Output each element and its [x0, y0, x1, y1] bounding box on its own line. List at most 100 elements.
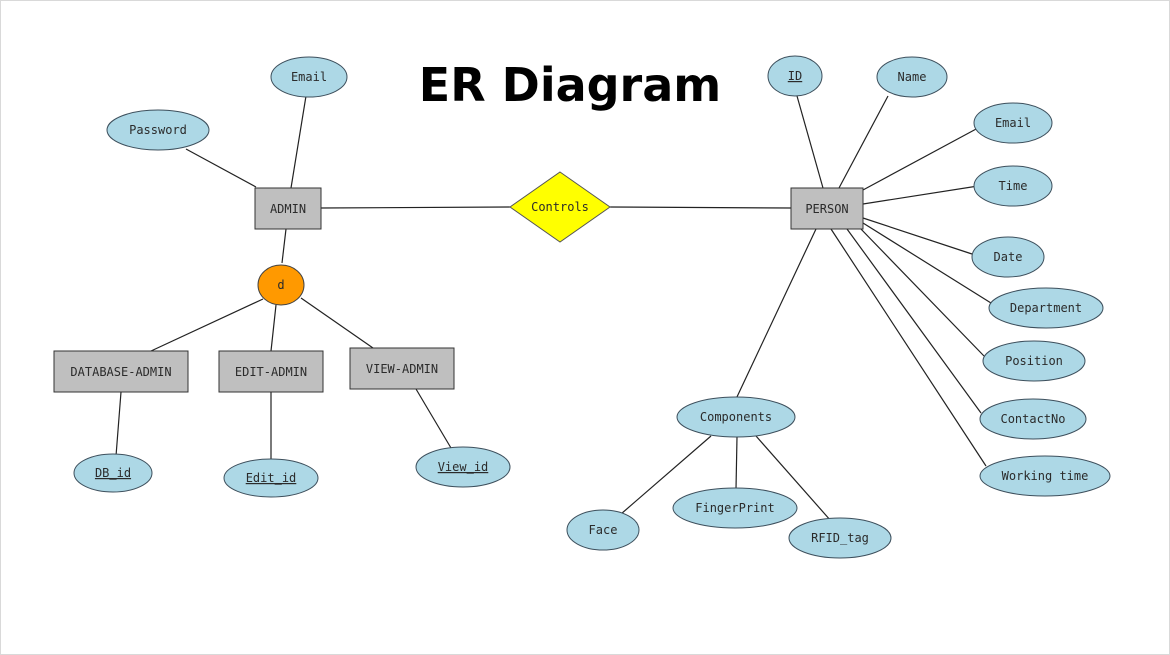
entity-box — [218, 350, 324, 393]
attr-person-components: Components — [676, 396, 796, 438]
entity-box — [790, 187, 864, 230]
edge-admin-controls — [320, 206, 511, 209]
attribute-label: Position — [1005, 354, 1063, 368]
attribute-ellipse — [672, 487, 798, 529]
edge-components-rfid — [755, 435, 832, 522]
edge-person-date — [862, 217, 973, 255]
attribute-ellipse — [270, 56, 348, 98]
attribute-ellipse — [415, 446, 511, 488]
diagram-title: ER Diagram — [419, 58, 721, 112]
disjoint-circle — [257, 264, 305, 306]
entity-box — [349, 347, 455, 390]
attr-person-position: Position — [982, 340, 1086, 382]
attribute-label: Working time — [1002, 469, 1089, 483]
entity-label: PERSON — [805, 202, 848, 216]
attribute-label: Email — [995, 116, 1031, 130]
attr-person-name: Name — [876, 56, 948, 98]
relationship-label: Controls — [531, 200, 589, 214]
edge-person-department — [862, 222, 992, 304]
attr-person-id: ID — [767, 55, 823, 97]
attribute-ellipse — [982, 340, 1086, 382]
edge-disjoint-database-admin — [150, 298, 264, 352]
edge-person-position — [858, 226, 985, 357]
attribute-ellipse — [979, 455, 1111, 497]
attr-component-fingerprint: FingerPrint — [672, 487, 798, 529]
attr-person-email: Email — [973, 102, 1053, 144]
edges — [115, 95, 992, 522]
attribute-ellipse — [566, 509, 640, 551]
entity-person: PERSON — [790, 187, 864, 230]
attribute-label: Password — [129, 123, 187, 137]
attr-edit-id: Edit_id — [223, 458, 319, 498]
entity-view-admin: VIEW-ADMIN — [349, 347, 455, 390]
edge-person-working-time — [830, 228, 987, 467]
entity-label: EDIT-ADMIN — [235, 365, 307, 379]
attr-component-face: Face — [566, 509, 640, 551]
attr-person-department: Department — [988, 287, 1104, 329]
disjoint-specialization: d — [257, 264, 305, 306]
edge-person-id — [796, 95, 824, 189]
attribute-ellipse — [223, 458, 319, 498]
attribute-label: Face — [589, 523, 618, 537]
entity-label: DATABASE-ADMIN — [70, 365, 171, 379]
attr-admin-email: Email — [270, 56, 348, 98]
disjoint-symbol: d — [277, 278, 284, 292]
edge-admin-email — [290, 95, 307, 189]
attr-person-working-time: Working time — [979, 455, 1111, 497]
attribute-ellipse — [73, 453, 153, 493]
attribute-ellipse — [988, 287, 1104, 329]
edge-components-fingerprint — [735, 436, 738, 490]
attribute-ellipse — [106, 109, 210, 151]
attribute-label: ID — [788, 69, 802, 83]
attribute-label: Time — [999, 179, 1028, 193]
edge-controls-person — [609, 206, 792, 209]
attribute-label: Email — [291, 70, 327, 84]
attribute-ellipse — [876, 56, 948, 98]
attr-view-id: View_id — [415, 446, 511, 488]
attribute-label: Name — [898, 70, 927, 84]
edge-person-email — [862, 127, 979, 191]
attribute-ellipse — [971, 236, 1045, 278]
attribute-label: Department — [1010, 301, 1082, 315]
attribute-ellipse — [979, 398, 1087, 440]
attribute-label: Components — [700, 410, 772, 424]
attribute-ellipse — [973, 165, 1053, 207]
relationship-controls: Controls — [509, 171, 611, 243]
entity-label: VIEW-ADMIN — [366, 362, 438, 376]
attr-admin-password: Password — [106, 109, 210, 151]
attribute-ellipse — [788, 517, 892, 559]
attribute-label: RFID_tag — [811, 531, 869, 545]
attribute-ellipse — [767, 55, 823, 97]
edge-person-name — [838, 95, 889, 189]
edge-components-face — [620, 435, 712, 515]
attribute-label: FingerPrint — [695, 501, 774, 515]
entity-box — [254, 187, 322, 230]
edge-disjoint-edit-admin — [270, 304, 277, 352]
edge-person-contactno — [846, 228, 982, 414]
attribute-ellipse — [973, 102, 1053, 144]
edge-view-admin-viewid — [415, 388, 452, 449]
edge-person-components — [735, 228, 817, 400]
entity-box — [53, 350, 189, 393]
entity-edit-admin: EDIT-ADMIN — [218, 350, 324, 393]
entity-database-admin: DATABASE-ADMIN — [53, 350, 189, 393]
attribute-label: DB_id — [95, 466, 131, 480]
attribute-label: Date — [994, 250, 1023, 264]
attr-person-contactno: ContactNo — [979, 398, 1087, 440]
attr-person-date: Date — [971, 236, 1045, 278]
entity-admin: ADMIN — [254, 187, 322, 230]
attribute-label: Edit_id — [246, 471, 297, 485]
attr-db-id: DB_id — [73, 453, 153, 493]
attr-person-time: Time — [973, 165, 1053, 207]
edge-admin-password — [185, 148, 257, 188]
edge-disjoint-view-admin — [300, 297, 374, 349]
edge-database-admin-dbid — [115, 391, 122, 457]
relationship-diamond — [509, 171, 611, 243]
edge-person-time — [862, 185, 979, 205]
entity-label: ADMIN — [270, 202, 306, 216]
attribute-ellipse — [676, 396, 796, 438]
attr-component-rfid-tag: RFID_tag — [788, 517, 892, 559]
attribute-label: ContactNo — [1000, 412, 1065, 426]
